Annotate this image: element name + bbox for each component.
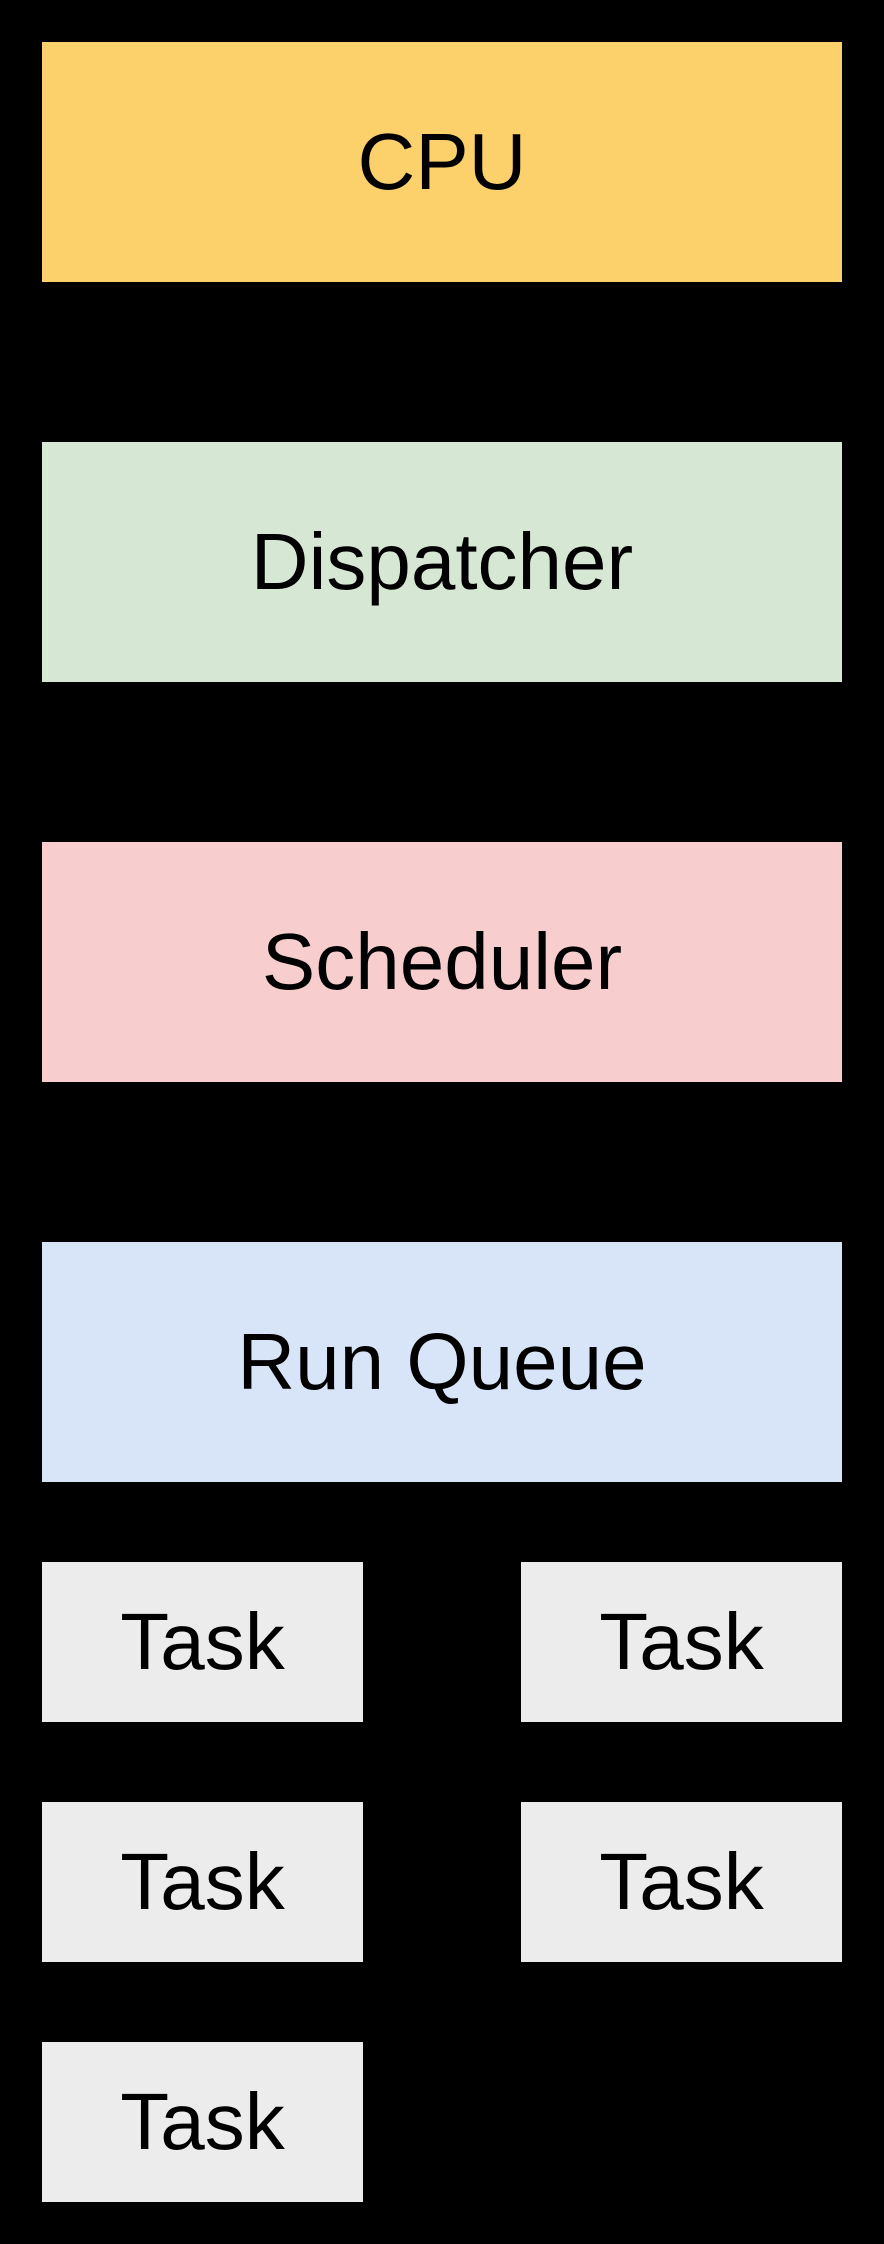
node-run-queue: Run Queue (42, 1242, 842, 1482)
node-cpu: CPU (42, 42, 842, 282)
node-run-queue-label: Run Queue (237, 1317, 647, 1406)
task-node-5-label: Task (120, 2077, 285, 2166)
task-node-5: Task (42, 2042, 363, 2202)
node-scheduler: Scheduler (42, 842, 842, 1082)
task-node-3-label: Task (120, 1837, 285, 1926)
task-node-2-label: Task (599, 1597, 764, 1686)
task-node-4: Task (521, 1802, 842, 1962)
task-node-3: Task (42, 1802, 363, 1962)
task-node-4-label: Task (599, 1837, 764, 1926)
task-node-1: Task (42, 1562, 363, 1722)
node-dispatcher: Dispatcher (42, 442, 842, 682)
task-node-2: Task (521, 1562, 842, 1722)
node-cpu-label: CPU (357, 117, 527, 206)
node-dispatcher-label: Dispatcher (250, 517, 634, 606)
task-node-1-label: Task (120, 1597, 285, 1686)
node-scheduler-label: Scheduler (261, 917, 623, 1006)
